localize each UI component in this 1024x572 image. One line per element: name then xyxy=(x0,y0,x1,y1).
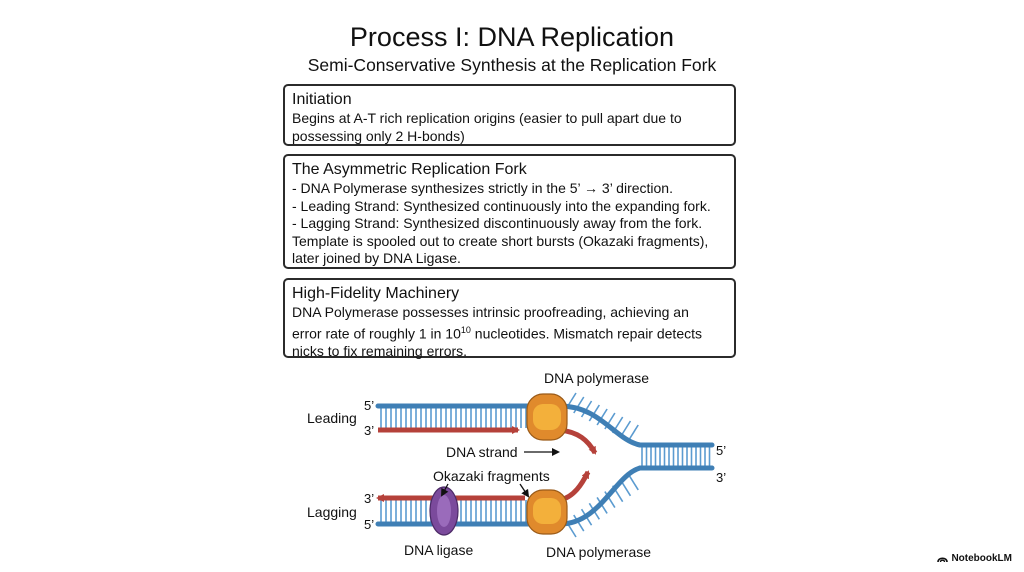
initiation-line: Begins at A-T rich replication origins (… xyxy=(292,110,682,126)
fidelity-line: error rate of roughly 1 in 1010 nucleoti… xyxy=(292,322,726,343)
leading-template-strand xyxy=(375,403,643,448)
fidelity-body: DNA Polymerase possesses intrinsic proof… xyxy=(292,304,726,360)
page-title: Process I: DNA Replication xyxy=(349,22,675,52)
initiation-card: Initiation Begins at A-T rich replicatio… xyxy=(283,84,736,146)
replication-fork-card: The Asymmetric Replication Fork - DNA Po… xyxy=(283,154,736,269)
dna-strand-label: DNA strand xyxy=(446,444,518,460)
okazaki-label: Okazaki fragments xyxy=(433,468,550,484)
base-pair-rung xyxy=(627,424,639,442)
fidelity-line: DNA Polymerase possesses intrinsic proof… xyxy=(292,304,689,320)
new-strands xyxy=(376,426,525,502)
base-pair-rung xyxy=(596,408,608,426)
initiation-body: Begins at A-T rich replication origins (… xyxy=(292,110,726,145)
lagging-synthesis-arrow xyxy=(559,470,591,503)
brand-footer: NotebookLM xyxy=(937,553,1012,565)
fork-line: later joined by DNA Ligase. xyxy=(292,250,461,266)
brand-name: NotebookLM xyxy=(951,553,1012,564)
fidelity-title: High-Fidelity Machinery xyxy=(292,285,460,302)
dna-polymerase-bottom xyxy=(526,489,568,535)
end-5-bottom: 5’ xyxy=(364,517,374,532)
page-subtitle: Semi-Conservative Synthesis at the Repli… xyxy=(307,55,717,75)
dna-polymerase-top xyxy=(526,393,568,441)
fidelity-line: nicks to fix remaining errors. xyxy=(292,342,468,359)
notebooklm-logo-icon xyxy=(937,557,949,563)
end-3-top: 3’ xyxy=(364,423,374,438)
base-pair-rung xyxy=(627,473,639,491)
dna-polymerase-top-label: DNA polymerase xyxy=(544,370,649,386)
base-pair-rung xyxy=(573,514,585,532)
dna-ligase-label: DNA ligase xyxy=(404,542,473,558)
leading-label: Leading xyxy=(307,410,357,426)
exponent: 10 xyxy=(460,324,471,335)
fork-line: - DNA Polymerase synthesizes strictly in… xyxy=(292,180,673,196)
fidelity-text: nucleotides. Mismatch repair detects xyxy=(470,325,702,342)
fidelity-card: High-Fidelity Machinery DNA Polymerase p… xyxy=(283,278,736,360)
end-5-right: 5’ xyxy=(716,443,726,458)
fork-line: - Leading Strand: Synthesized continuous… xyxy=(292,197,711,214)
fork-line: - Lagging Strand: Synthesized discontinu… xyxy=(292,215,703,231)
initiation-title: Initiation xyxy=(292,91,352,108)
label-pointers xyxy=(441,448,560,498)
okazaki-pointer-left xyxy=(441,483,449,497)
fork-line: Template is spooled out to create short … xyxy=(292,232,709,249)
lagging-label: Lagging xyxy=(307,504,357,520)
replication-fork-title: The Asymmetric Replication Fork xyxy=(292,161,527,178)
okazaki-pointer-right xyxy=(519,483,530,498)
dna-polymerase-bottom-label: DNA polymerase xyxy=(546,544,651,560)
fidelity-text: error rate of roughly 1 in 10 xyxy=(292,325,461,342)
end-5-top: 5’ xyxy=(364,398,374,413)
leading-synthesis-arrow xyxy=(559,427,598,455)
dna-ligase xyxy=(429,486,459,536)
initiation-line: possessing only 2 H-bonds) xyxy=(292,127,465,144)
replication-fork-body: - DNA Polymerase synthesizes strictly in… xyxy=(292,180,726,268)
end-3-right: 3’ xyxy=(716,470,726,485)
end-3-bottom: 3’ xyxy=(364,491,374,506)
